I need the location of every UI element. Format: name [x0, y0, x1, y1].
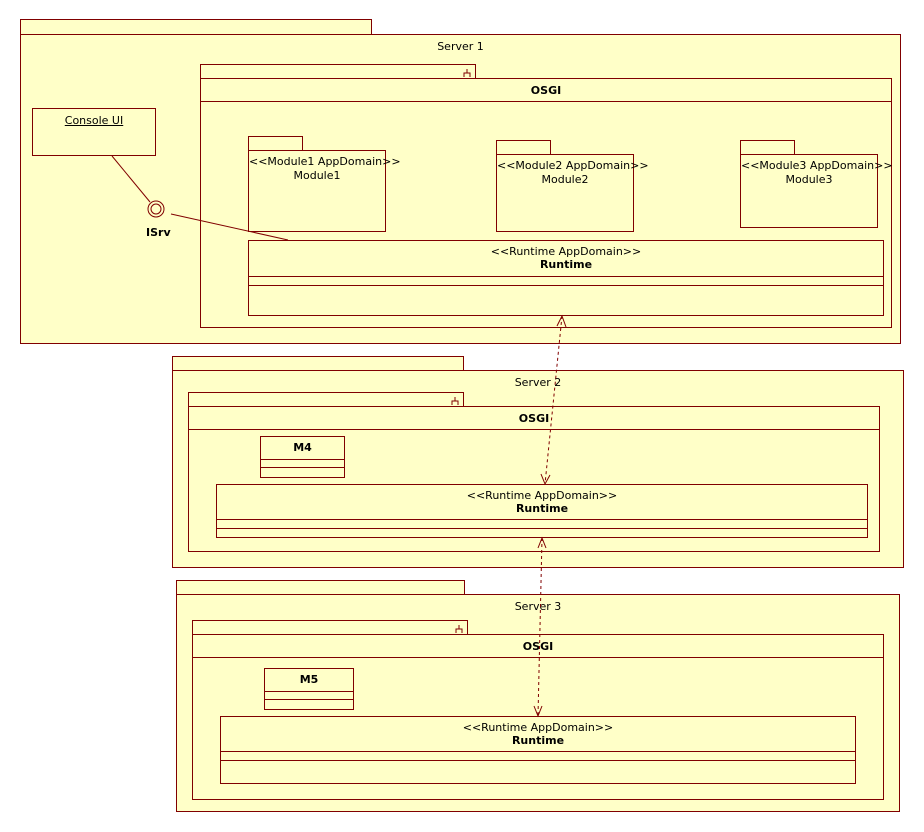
module2-package[interactable]: <<Module2 AppDomain>> Module2 — [496, 154, 649, 232]
osgi2-tab — [188, 392, 464, 407]
runtime2-name: Runtime — [515, 502, 569, 515]
module3-tab — [740, 140, 795, 155]
module2-name: Module2 — [541, 173, 589, 186]
module1-name: Module1 — [293, 169, 341, 182]
runtime1-class[interactable]: <<Runtime AppDomain>> Runtime — [248, 240, 884, 316]
runtime3-stereotype: <<Runtime AppDomain>> — [462, 721, 614, 734]
server2-label: Server 2 — [514, 376, 562, 389]
server1-tab — [20, 19, 372, 35]
osgi1-title: OSGI — [530, 84, 562, 97]
module2-stereotype: <<Module2 AppDomain>> — [497, 159, 649, 172]
module2-tab — [496, 140, 551, 155]
console-ui-component[interactable]: Console UI — [32, 108, 156, 156]
osgi1-tab — [200, 64, 476, 79]
component-icon — [451, 397, 459, 405]
runtime2-class[interactable]: <<Runtime AppDomain>> Runtime — [216, 484, 868, 538]
osgi2-title: OSGI — [518, 412, 550, 425]
m5-name: M5 — [299, 673, 319, 686]
m4-name: M4 — [293, 441, 312, 454]
module1-tab — [248, 136, 303, 151]
runtime3-class[interactable]: <<Runtime AppDomain>> Runtime — [220, 716, 856, 784]
m5-class[interactable]: M5 — [264, 668, 354, 710]
runtime2-stereotype: <<Runtime AppDomain>> — [466, 489, 618, 502]
server3-tab — [176, 580, 465, 595]
runtime1-name: Runtime — [539, 258, 593, 271]
server3-label: Server 3 — [514, 600, 562, 613]
runtime1-stereotype: <<Runtime AppDomain>> — [490, 245, 642, 258]
m4-class[interactable]: M4 — [260, 436, 345, 478]
component-icon — [455, 625, 463, 633]
module3-name: Module3 — [785, 173, 833, 186]
component-icon — [463, 69, 471, 77]
isrv-label: ISrv — [146, 226, 171, 239]
module3-package[interactable]: <<Module3 AppDomain>> Module3 — [740, 154, 893, 228]
osgi3-tab — [192, 620, 468, 635]
runtime3-name: Runtime — [511, 734, 565, 747]
module3-stereotype: <<Module3 AppDomain>> — [741, 159, 893, 172]
module1-stereotype: <<Module1 AppDomain>> — [249, 155, 401, 168]
server2-tab — [172, 356, 464, 371]
module1-package[interactable]: <<Module1 AppDomain>> Module1 — [248, 150, 401, 232]
console-ui-label: Console UI — [64, 114, 124, 127]
server1-label: Server 1 — [437, 40, 484, 53]
osgi3-title: OSGI — [522, 640, 554, 653]
